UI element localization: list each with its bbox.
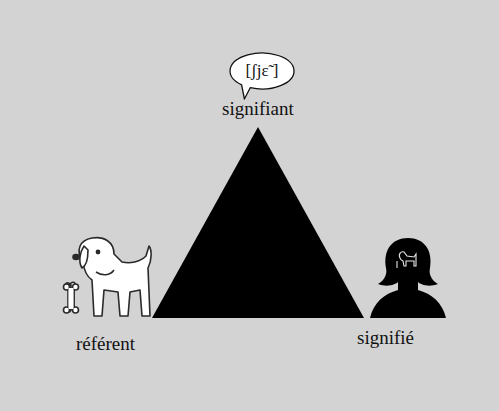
phonetic-text: [ʃjɛ̃ ] [229, 61, 295, 81]
dog-drawing [64, 238, 152, 316]
semiotic-triangle [152, 127, 364, 318]
woman-silhouette [370, 238, 446, 318]
speech-bubble: [ʃjɛ̃ ] [229, 52, 295, 90]
bubble-shape [230, 53, 294, 99]
signified-label: signifié [357, 328, 414, 349]
referent-label: référent [76, 334, 135, 355]
dog-icon [397, 252, 416, 268]
signifier-label: signifiant [222, 99, 294, 120]
